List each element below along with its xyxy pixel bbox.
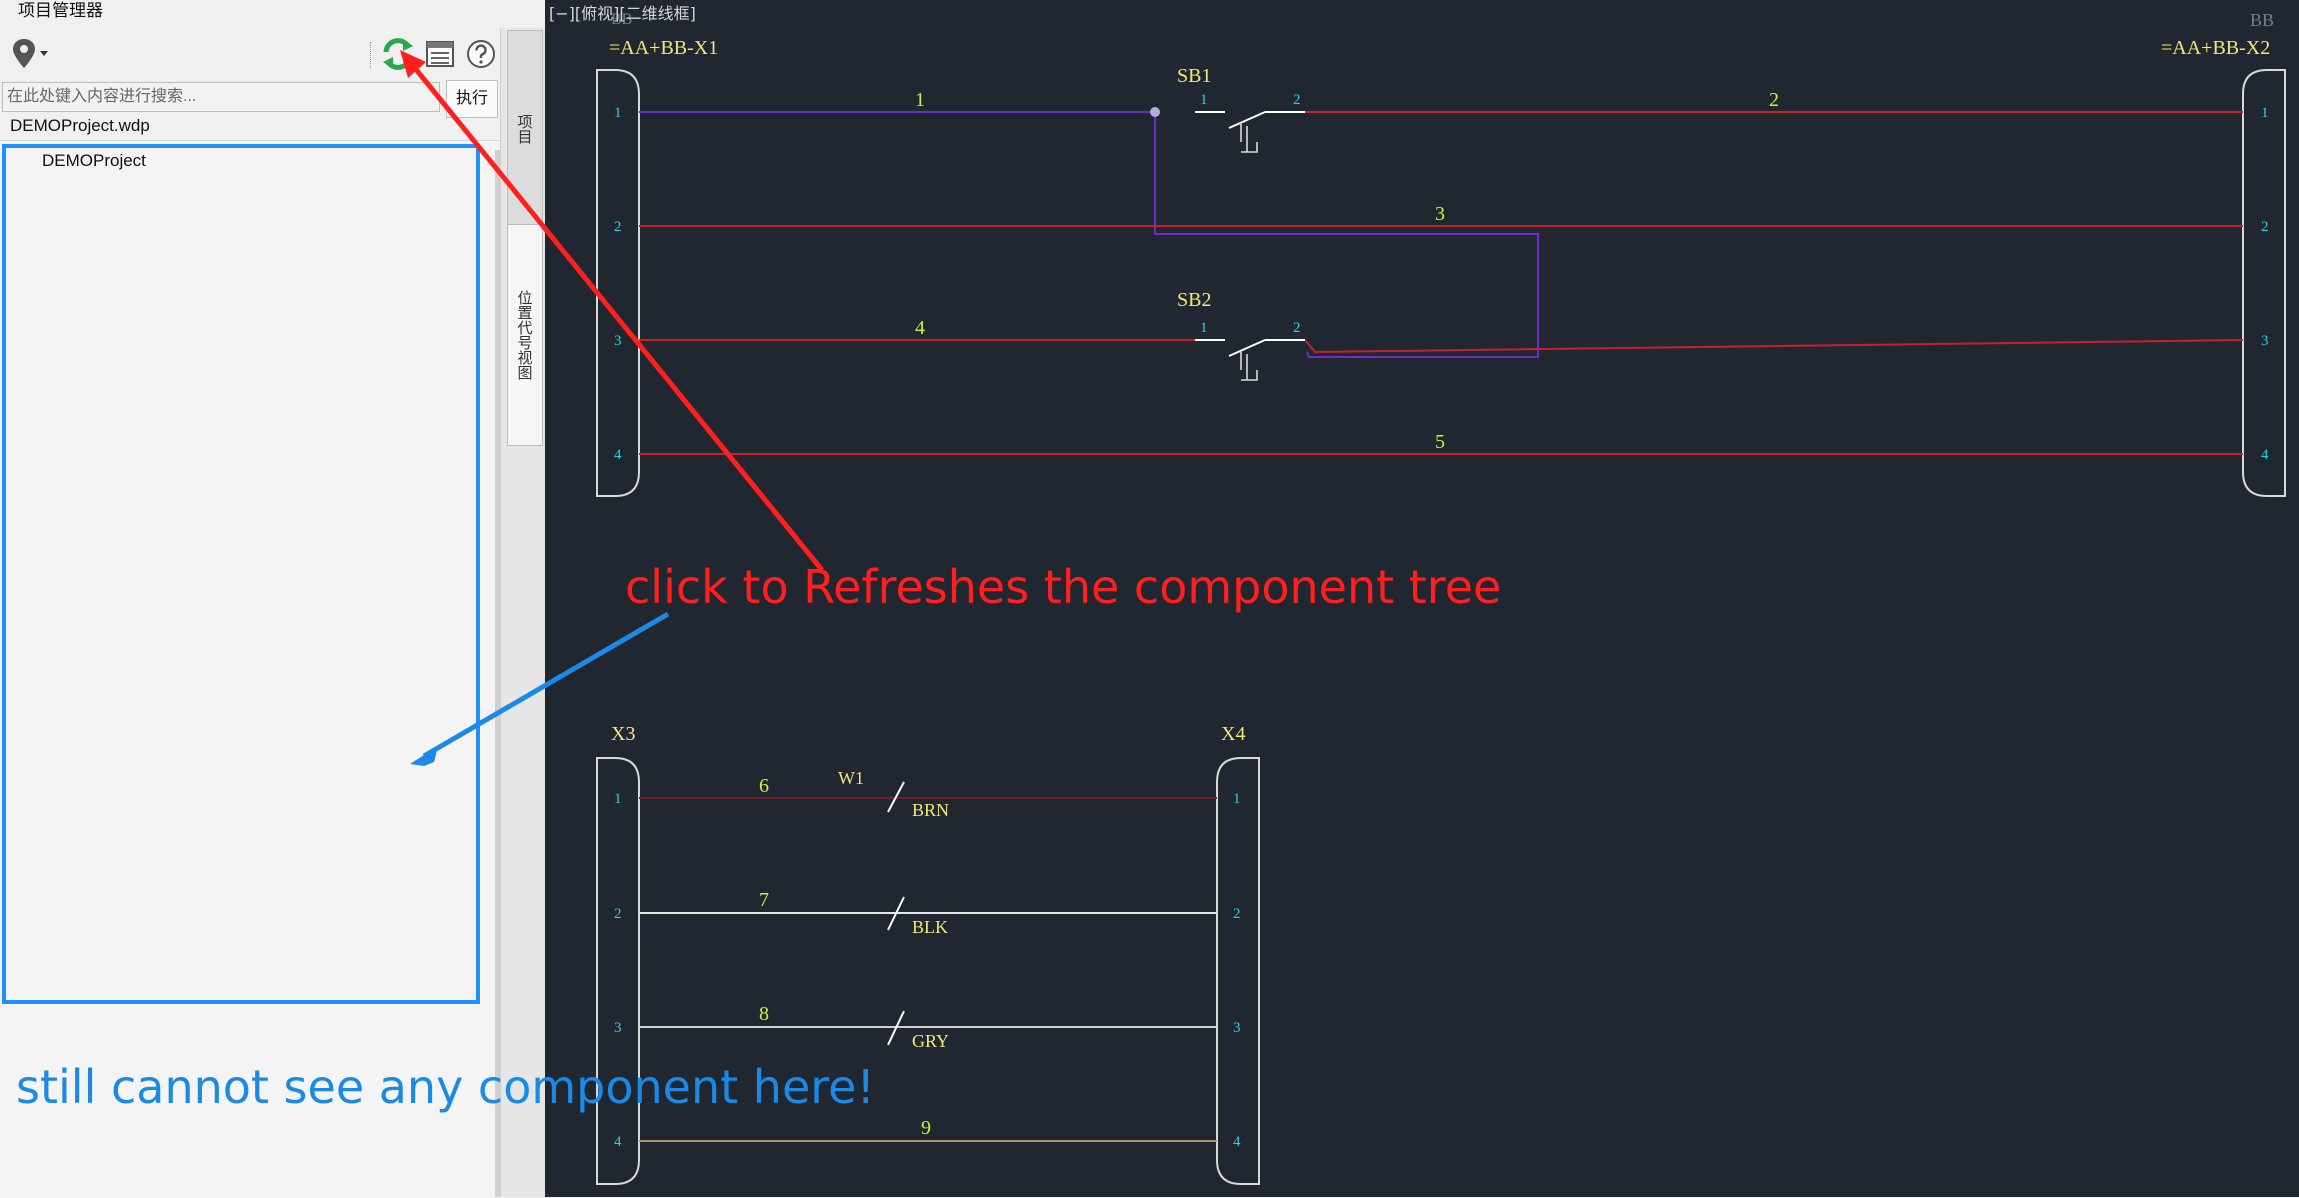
refresh-icon [383, 38, 413, 70]
help-button[interactable] [462, 34, 500, 74]
terminal-tag-x2: =AA+BB-X2 [2161, 37, 2270, 59]
pin-label: 2 [614, 219, 622, 235]
pin-label: 4 [1233, 1134, 1241, 1150]
terminal-strip-x3[interactable] [596, 757, 640, 1185]
wire-color: BRN [912, 800, 949, 820]
pin-label: 2 [1293, 320, 1301, 336]
pin-label: 3 [614, 333, 622, 349]
search-input[interactable] [2, 82, 440, 112]
refresh-annotation: click to Refreshes the component tree [625, 560, 1502, 614]
faded-tag-right: BB [2250, 10, 2274, 30]
toolbar-separator [370, 42, 372, 68]
pin-label: 2 [2261, 219, 2269, 235]
wire-number: 3 [1435, 203, 1445, 225]
location-dropdown-button[interactable] [6, 34, 54, 74]
execute-button[interactable]: 执行 [446, 80, 498, 118]
switch-sb1[interactable]: SB1 1 2 [1177, 65, 1305, 153]
wire-number: 7 [759, 889, 769, 911]
refresh-button[interactable] [376, 34, 420, 74]
pin-label: 1 [1200, 320, 1208, 336]
panel-layout-button[interactable] [422, 34, 458, 74]
wire-colors: BRN BLK GRY [912, 800, 949, 1051]
wire-number: 9 [921, 1117, 931, 1139]
wire-number: 8 [759, 1003, 769, 1025]
terminal-tag-x4: X4 [1221, 723, 1245, 745]
pin-label: 4 [2261, 447, 2269, 463]
terminal-tag-x1: =AA+BB-X1 [609, 37, 718, 59]
terminal-strip-x1[interactable] [596, 69, 640, 497]
pin-label: 1 [1233, 791, 1241, 807]
faded-tag-left: BB [611, 11, 632, 28]
pin-label: 1 [1200, 92, 1208, 108]
terminal-strip-x4[interactable] [1216, 757, 1260, 1185]
terminal-tag-x3: X3 [611, 723, 635, 745]
pin-label: 4 [614, 447, 622, 463]
pin-label: 4 [614, 1134, 622, 1150]
chevron-down-icon [40, 51, 48, 56]
pin-label: 2 [614, 906, 622, 922]
panel-title: 项目管理器 [18, 1, 103, 21]
pin-label: 3 [2261, 333, 2269, 349]
tab-location-code-view[interactable]: 位置代号视图 [507, 224, 543, 446]
wire-number: 2 [1769, 89, 1779, 111]
help-icon [467, 40, 495, 68]
cad-drawing-area[interactable]: [−][俯视][二维线框] BB BB =AA+BB-X1 =AA+BB-X2 … [545, 0, 2299, 1197]
vertical-tab-strip: 项目 位置代号视图 [500, 28, 546, 1197]
pin-label: 1 [614, 791, 622, 807]
bottom-wire-numbers: 6 7 8 9 [759, 775, 931, 1139]
map-pin-icon [13, 39, 48, 68]
junction-dot [1150, 107, 1160, 117]
pin-label: 2 [1293, 92, 1301, 108]
wire-number: 4 [915, 317, 925, 339]
switch-sb2[interactable]: SB2 1 2 [1177, 289, 1305, 381]
layout-icon [426, 41, 454, 67]
viewport-label[interactable]: [−][俯视][二维线框] [549, 4, 696, 23]
cable-tag: W1 [838, 768, 864, 788]
tab-project[interactable]: 项目 [507, 30, 543, 228]
switch-tag: SB2 [1177, 289, 1211, 311]
top-wire-numbers: 1 2 3 4 5 [915, 89, 1779, 453]
missing-components-annotation: still cannot see any component here! [16, 1060, 875, 1114]
wire-number: 1 [915, 89, 925, 111]
wire-number: 5 [1435, 431, 1445, 453]
cable-w1-marks [887, 781, 905, 1046]
top-pin-numbers: 1 2 3 4 1 2 3 4 [614, 105, 2269, 463]
wire-4-out[interactable] [1304, 339, 2244, 354]
pin-label: 2 [1233, 906, 1241, 922]
pin-label: 1 [2261, 105, 2269, 121]
component-tree[interactable]: DEMOProject [0, 140, 500, 1198]
terminal-strip-x2[interactable] [2242, 69, 2286, 497]
wire-color: GRY [912, 1031, 949, 1051]
pin-label: 3 [614, 1020, 622, 1036]
switch-tag: SB1 [1177, 65, 1211, 87]
wire-color: BLK [912, 917, 948, 937]
bottom-pin-numbers: 1 2 3 4 1 2 3 4 [614, 791, 1241, 1150]
pin-label: 1 [614, 105, 622, 121]
project-manager-panel: 项目管理器 [0, 0, 546, 1198]
project-file-label: DEMOProject.wdp [10, 116, 150, 135]
pin-label: 3 [1233, 1020, 1241, 1036]
panel-toolbar [0, 28, 500, 80]
wire-3-bridge[interactable] [1154, 112, 1539, 358]
wire-number: 6 [759, 775, 769, 797]
tree-item-demoproject[interactable]: DEMOProject [42, 151, 146, 170]
